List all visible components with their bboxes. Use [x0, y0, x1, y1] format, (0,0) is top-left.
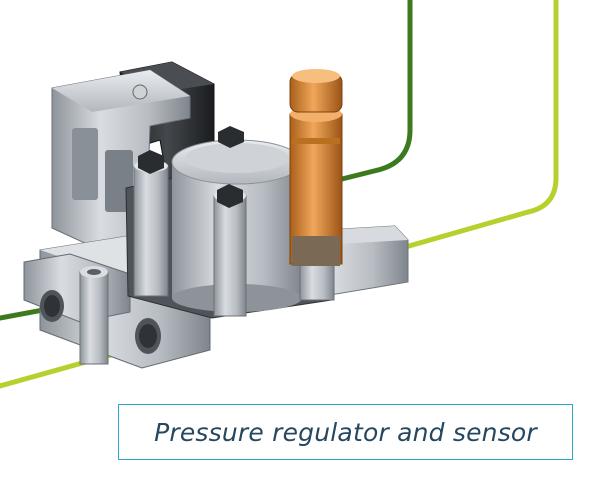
yellow-green-tube	[392, 0, 559, 253]
caption-text: Pressure regulator and sensor	[154, 417, 537, 447]
caption-box: Pressure regulator and sensor	[118, 404, 573, 460]
dark-green-tube	[327, 0, 413, 185]
mounting-block	[51, 69, 191, 251]
front-pillar	[213, 190, 247, 317]
pressure-sensor	[289, 69, 343, 266]
left-pillar	[133, 160, 169, 297]
manifold-body	[23, 235, 211, 369]
